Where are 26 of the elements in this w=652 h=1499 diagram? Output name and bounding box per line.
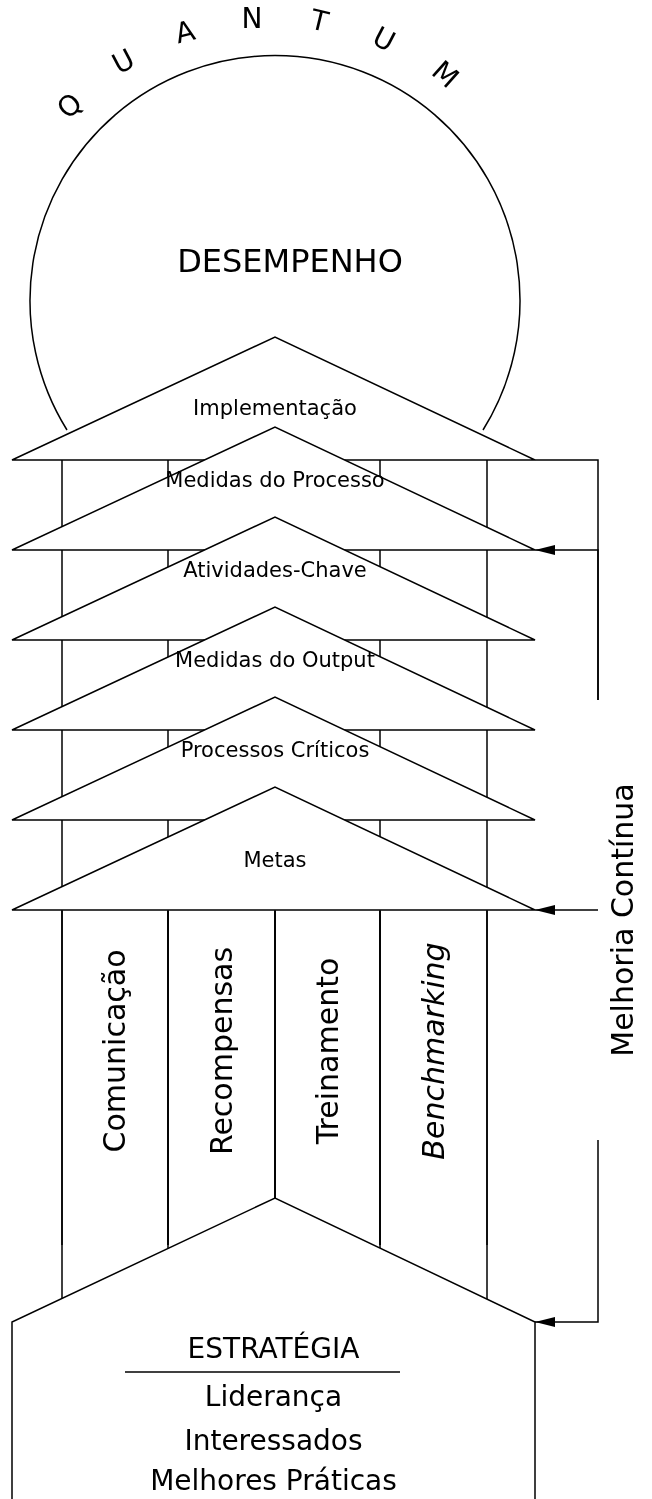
base-item: Interessados <box>183 1426 364 1456</box>
arrow <box>534 1139 599 1327</box>
house-base <box>12 1198 535 1499</box>
pillar-label: Recompensas <box>205 946 238 1156</box>
base-item: Liderança <box>203 1382 344 1412</box>
triangle-layer <box>12 697 535 820</box>
pillar-label: Treinamento <box>311 957 344 1145</box>
layer-label: Medidas do Processo <box>164 469 386 492</box>
pillar <box>380 911 487 1245</box>
pillar-label: Comunicação <box>99 949 131 1153</box>
side-label: Melhoria Contínua <box>606 783 639 1057</box>
circle-title: DESEMPENHO <box>176 245 404 279</box>
arrow <box>534 545 599 701</box>
layer-label: Implementação <box>192 397 358 420</box>
triangle-layer <box>12 517 535 640</box>
triangle-layer <box>12 337 535 460</box>
arrow <box>534 905 599 915</box>
layer-label: Metas <box>242 849 308 872</box>
layer-label: Medidas do Output <box>174 649 376 672</box>
base-item: Melhores Práticas <box>149 1466 398 1496</box>
triangle-layer <box>12 787 535 910</box>
pillar-label: Benchmarking <box>417 942 450 1160</box>
layer-label: Atividades-Chave <box>182 559 368 582</box>
layer-label: Processos Críticos <box>179 739 371 762</box>
triangle-layer <box>12 607 535 730</box>
triangle-layer <box>12 427 535 550</box>
